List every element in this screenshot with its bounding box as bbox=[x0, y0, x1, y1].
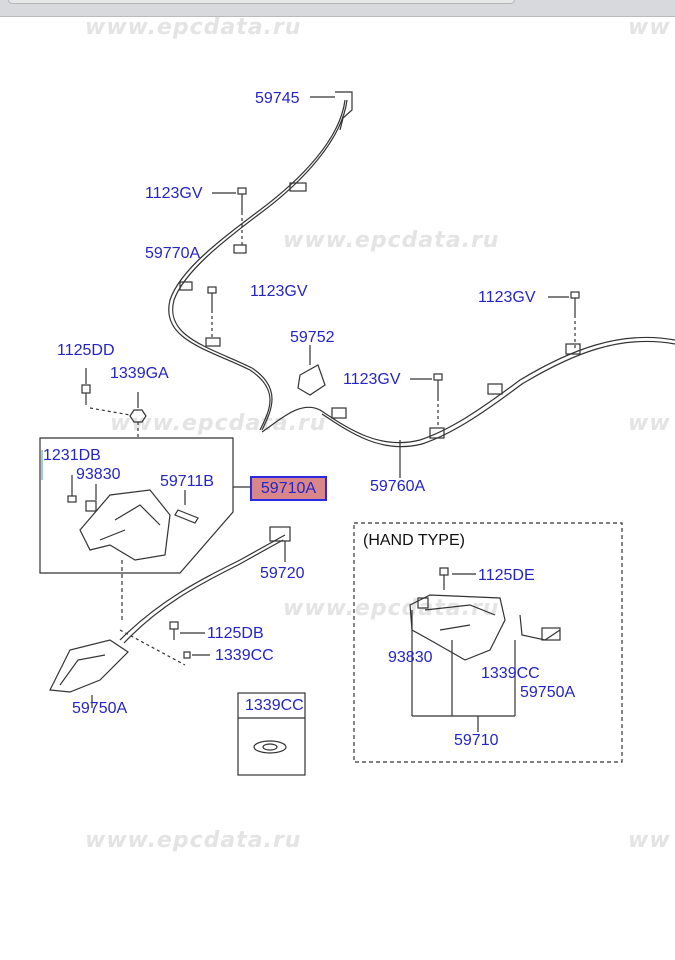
part-box-1339cc bbox=[237, 692, 306, 776]
part-label[interactable]: 1339CC bbox=[215, 647, 274, 664]
hand-type-box bbox=[353, 522, 623, 763]
hand-brake-assembly bbox=[409, 594, 506, 661]
watermark: www.epcdata.ru bbox=[283, 596, 500, 621]
part-label[interactable]: 59711B bbox=[160, 473, 214, 490]
part-label[interactable]: 1339CC bbox=[245, 697, 304, 714]
watermark: www.epcdata.ru bbox=[283, 228, 500, 253]
part-label[interactable]: 1125DD bbox=[57, 342, 115, 359]
part-label[interactable]: 93830 bbox=[388, 649, 433, 666]
part-label[interactable]: 1123GV bbox=[343, 371, 401, 388]
cable-59760a bbox=[261, 336, 675, 444]
part-label[interactable]: 59710 bbox=[454, 732, 499, 749]
part-label[interactable]: 59750A bbox=[72, 700, 128, 717]
bolt-icon bbox=[237, 187, 247, 212]
watermark: www.epcdata.ru bbox=[85, 15, 302, 40]
bolt-icon bbox=[67, 495, 77, 503]
equalizer-59752 bbox=[297, 364, 326, 396]
bolt-icon bbox=[207, 286, 217, 310]
part-label[interactable]: 59750A bbox=[520, 684, 576, 701]
part-label[interactable]: 1123GV bbox=[250, 283, 308, 300]
part-label[interactable]: 1123GV bbox=[145, 185, 203, 202]
part-label[interactable]: 59760A bbox=[370, 478, 426, 495]
highlighted-part-label[interactable]: 59710A bbox=[250, 476, 327, 501]
group-title: (HAND TYPE) bbox=[363, 532, 465, 549]
part-label[interactable]: 59770A bbox=[145, 245, 201, 262]
grommet-icon bbox=[253, 740, 287, 754]
part-label[interactable]: 1231DB bbox=[43, 447, 101, 464]
nut-icon bbox=[129, 409, 147, 423]
part-label[interactable]: 93830 bbox=[76, 466, 121, 483]
pedal-bracket bbox=[79, 489, 171, 561]
watermark: ww bbox=[628, 828, 671, 853]
bolt-icon bbox=[570, 291, 580, 315]
part-label[interactable]: 1123GV bbox=[478, 289, 536, 306]
bolt-icon bbox=[81, 384, 91, 405]
part-label[interactable]: 1339GA bbox=[110, 365, 169, 382]
lever-59750a bbox=[49, 639, 129, 693]
cable-59720 bbox=[119, 534, 286, 641]
part-label[interactable]: 59720 bbox=[260, 565, 305, 582]
part-label[interactable]: 59745 bbox=[255, 90, 300, 107]
bolt-icon bbox=[439, 567, 449, 590]
part-label[interactable]: 1125DE bbox=[478, 567, 535, 584]
part-label[interactable]: 1125DB bbox=[207, 625, 264, 642]
part-label[interactable]: 59752 bbox=[290, 329, 335, 346]
cable-59770a bbox=[168, 99, 346, 431]
watermark: www.epcdata.ru bbox=[85, 828, 302, 853]
part-label[interactable]: 1339CC bbox=[481, 665, 540, 682]
bracket-59745 bbox=[335, 91, 353, 131]
pedal-assembly-box bbox=[39, 437, 234, 574]
watermark: ww bbox=[628, 15, 671, 40]
browser-toolbar bbox=[0, 0, 675, 17]
bolt-icon bbox=[169, 621, 179, 640]
watermark: ww bbox=[628, 411, 671, 436]
bolt-icon bbox=[433, 373, 443, 398]
